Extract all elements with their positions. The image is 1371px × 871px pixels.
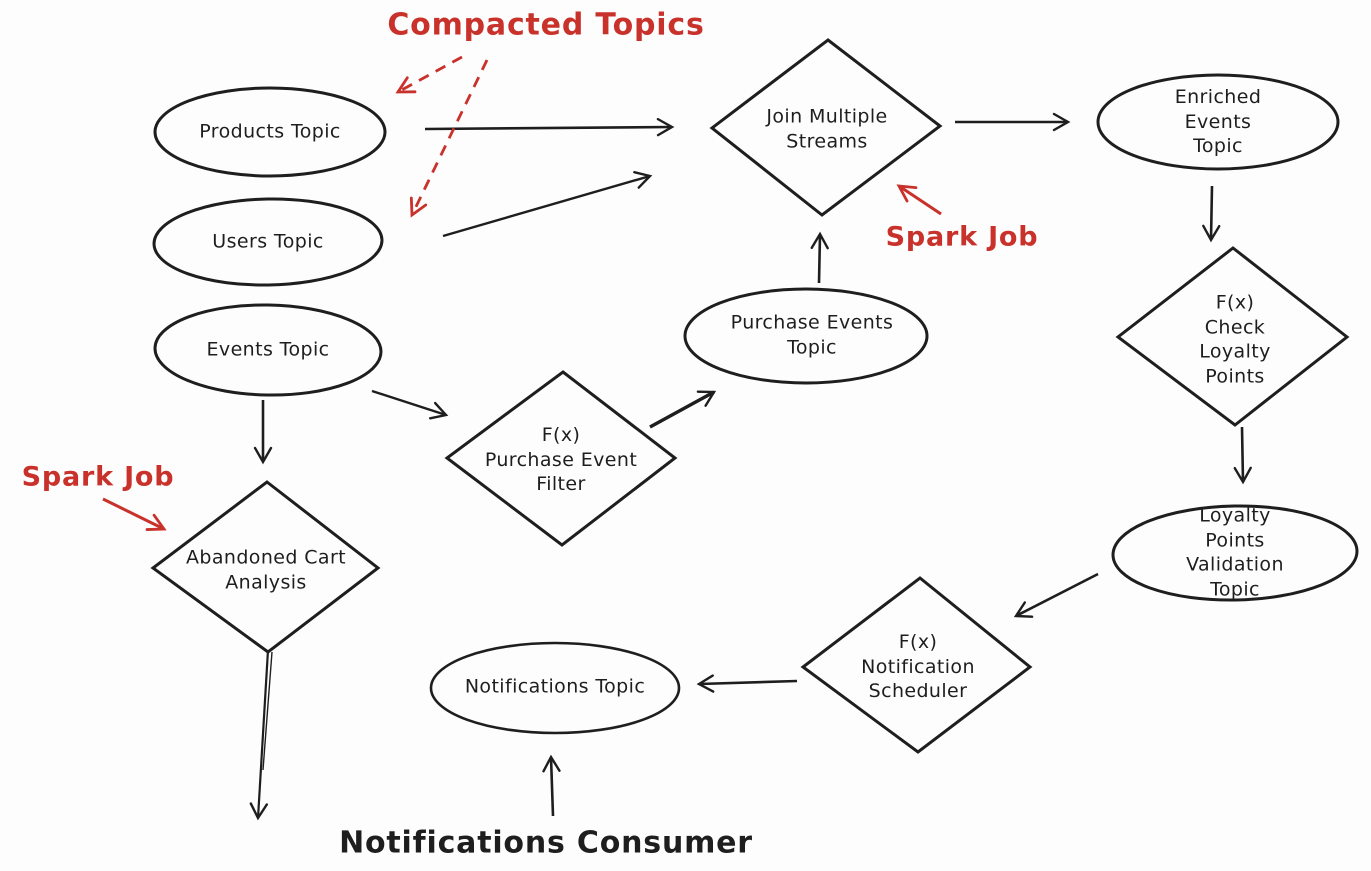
dashed-arrow-compacted-to-users bbox=[409, 59, 489, 218]
dashed-arrow-compacted-to-products bbox=[395, 55, 463, 94]
spark-job-arrow-to-join bbox=[896, 184, 942, 216]
arrow-purchase-events-to-join bbox=[810, 231, 829, 284]
arrow-products-to-join bbox=[424, 117, 675, 137]
arrow-validation-topic-to-scheduler bbox=[1013, 572, 1099, 618]
users-topic-shape bbox=[152, 197, 384, 287]
products-topic-shape bbox=[153, 86, 387, 178]
purchase-event-filter-shape bbox=[444, 370, 678, 547]
arrow-users-to-join bbox=[442, 171, 653, 238]
abandoned-cart-analysis-shape bbox=[150, 480, 381, 654]
check-loyalty-points-shape bbox=[1115, 246, 1350, 427]
notification-scheduler-shape bbox=[800, 576, 1033, 754]
arrow-cart-analysis-down-sketch-line bbox=[262, 651, 273, 771]
notifications-topic-shape bbox=[429, 641, 681, 735]
arrow-consumer-to-notifications-topic bbox=[542, 754, 561, 817]
arrow-cart-analysis-down bbox=[249, 649, 270, 821]
loyalty-points-validation-topic-shape bbox=[1111, 504, 1359, 602]
spark-job-arrow-to-cart-analysis bbox=[102, 497, 167, 531]
arrow-scheduler-to-notifications-topic bbox=[696, 674, 798, 693]
arrow-enriched-to-check-loyalty bbox=[1202, 185, 1221, 243]
arrow-events-to-filter bbox=[371, 389, 449, 420]
arrow-filter-to-purchase-events bbox=[649, 390, 717, 429]
purchase-events-topic-shape bbox=[683, 287, 929, 385]
join-multiple-streams-shape bbox=[709, 38, 943, 217]
enriched-events-topic-shape bbox=[1096, 73, 1340, 171]
arrow-check-loyalty-to-validation-topic bbox=[1233, 426, 1252, 485]
events-topic-shape bbox=[153, 303, 383, 397]
